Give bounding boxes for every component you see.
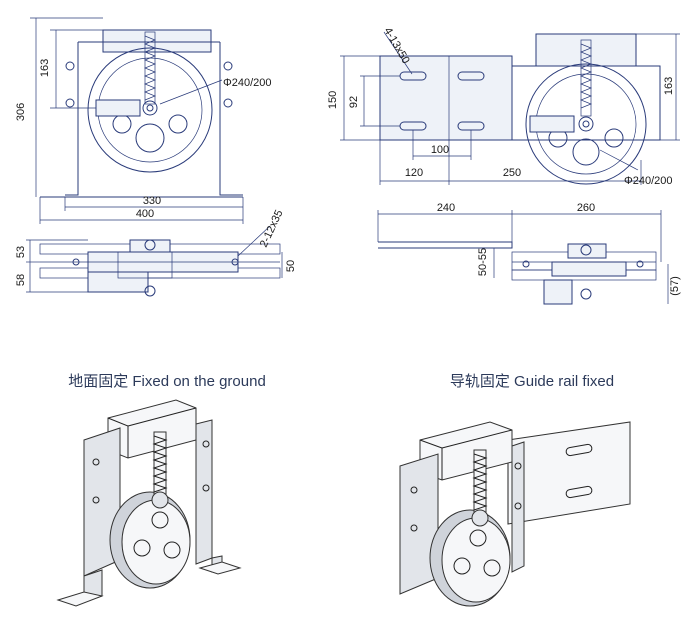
- dim-100: 100: [431, 144, 449, 156]
- iso-view-rail: [399, 421, 631, 607]
- dim-dia-left: Φ240/200: [223, 77, 272, 89]
- dim-163-right: 163: [663, 77, 675, 95]
- dims-top-left: [26, 239, 283, 293]
- dim-dia-right: Φ240/200: [624, 175, 673, 187]
- dims-front-left: [30, 17, 244, 224]
- dim-slot-left: 2-12x35: [258, 208, 286, 249]
- dims-front-right: [340, 31, 680, 185]
- dims-top-right: [377, 210, 669, 304]
- top-view-rail: [378, 241, 657, 305]
- dim-150: 150: [327, 91, 339, 109]
- dim-306: 306: [15, 103, 27, 121]
- dim-50: 50: [285, 260, 297, 272]
- dim-250: 250: [503, 167, 521, 179]
- dim-53: 53: [15, 246, 27, 258]
- dim-92: 92: [348, 96, 360, 108]
- dim-400: 400: [136, 208, 154, 220]
- front-view-rail: [379, 33, 661, 185]
- top-view-ground: [39, 225, 281, 297]
- caption-rail: 导轨固定 Guide rail fixed: [450, 373, 614, 390]
- dim-120: 120: [405, 167, 423, 179]
- dim-57: (57): [669, 276, 681, 296]
- dim-240: 240: [437, 202, 455, 214]
- caption-ground: 地面固定 Fixed on the ground: [68, 373, 266, 390]
- front-view-ground: [40, 29, 243, 198]
- dim-330: 330: [143, 195, 161, 207]
- iso-view-ground: [56, 399, 242, 607]
- dim-58: 58: [15, 274, 27, 286]
- dim-50-55: 50-55: [477, 248, 489, 276]
- dim-260: 260: [577, 202, 595, 214]
- dim-163-left: 163: [39, 59, 51, 77]
